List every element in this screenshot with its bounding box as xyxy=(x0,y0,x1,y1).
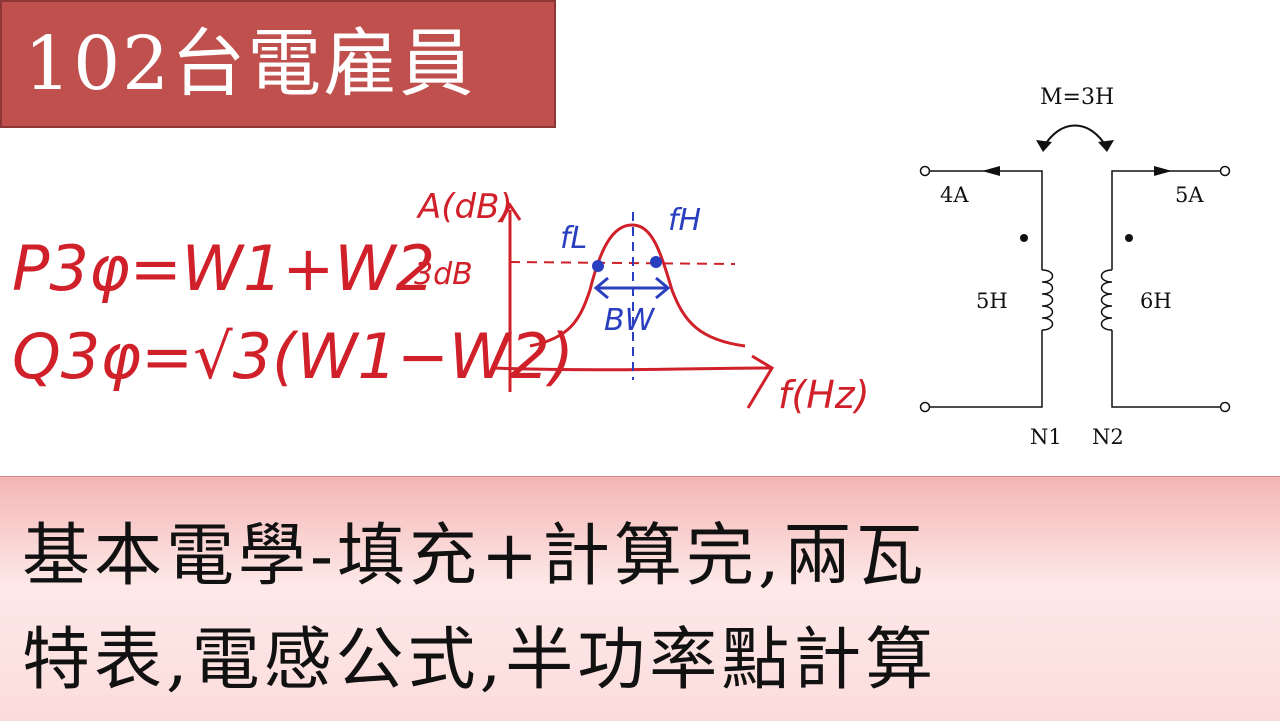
mutual-inductance-label: M=3H xyxy=(1040,85,1114,110)
terminal-top-right xyxy=(1219,165,1231,177)
caption-line-1: 基本電學-填充+計算完,兩瓦 xyxy=(22,517,928,596)
half-power-line xyxy=(509,261,736,265)
mutual-arrow-right xyxy=(1098,140,1114,152)
power-formula: P3φ=W1+W2 xyxy=(12,232,435,305)
frequency-response-graph: A(dB) 3dB f(Hz) fL fH BW xyxy=(414,187,870,417)
left-inductance-label: 5H xyxy=(976,289,1008,313)
bandwidth-arrow-right xyxy=(655,276,671,300)
fh-point xyxy=(650,256,662,268)
left-polarity-dot xyxy=(1020,234,1028,242)
left-top-wire xyxy=(930,170,1043,270)
right-polarity-dot xyxy=(1125,234,1133,242)
terminal-top-left xyxy=(919,165,931,177)
caption-line-2: 特表,電感公式,半功率點計算 xyxy=(22,621,938,700)
right-current-label: 5A xyxy=(1175,183,1204,207)
bandwidth-arrow-left xyxy=(593,276,609,300)
coupled-inductor-circuit: M=3H 4A 5A 5H 6H N1 N2 xyxy=(919,85,1231,449)
n2-label: N2 xyxy=(1092,425,1124,449)
response-curve xyxy=(529,223,746,348)
bottom-caption-panel xyxy=(0,476,1280,721)
fh-label: fH xyxy=(668,203,701,238)
x-axis xyxy=(491,366,771,372)
right-inductor-coil xyxy=(1100,269,1113,331)
left-current-arrow xyxy=(982,166,1000,176)
title-banner: 102台電雇員 xyxy=(0,0,556,128)
right-top-wire xyxy=(1111,170,1220,270)
page-title: 102台電雇員 xyxy=(24,21,476,107)
right-current-arrow xyxy=(1154,166,1172,176)
fl-label: fL xyxy=(560,221,587,256)
right-bottom-wire xyxy=(1111,330,1220,408)
terminal-bottom-right xyxy=(1219,401,1231,413)
left-current-label: 4A xyxy=(940,183,969,207)
left-bottom-wire xyxy=(930,330,1043,408)
fl-point xyxy=(592,260,604,272)
mutual-arc xyxy=(1042,124,1108,149)
y-axis-label: A(dB) xyxy=(416,187,513,227)
mutual-arrow-left xyxy=(1036,140,1052,152)
terminal-bottom-left xyxy=(919,401,931,413)
left-inductor-coil xyxy=(1041,269,1054,331)
n1-label: N1 xyxy=(1030,425,1062,449)
right-inductance-label: 6H xyxy=(1140,289,1172,313)
level-label: 3dB xyxy=(414,257,473,292)
y-axis-arrow xyxy=(499,202,522,223)
bandwidth-label: BW xyxy=(604,303,656,338)
x-axis-arrow xyxy=(746,354,775,409)
x-axis-label: f(Hz) xyxy=(778,373,870,417)
reactive-power-formula: Q3φ=√3(W1−W2) xyxy=(12,320,574,393)
